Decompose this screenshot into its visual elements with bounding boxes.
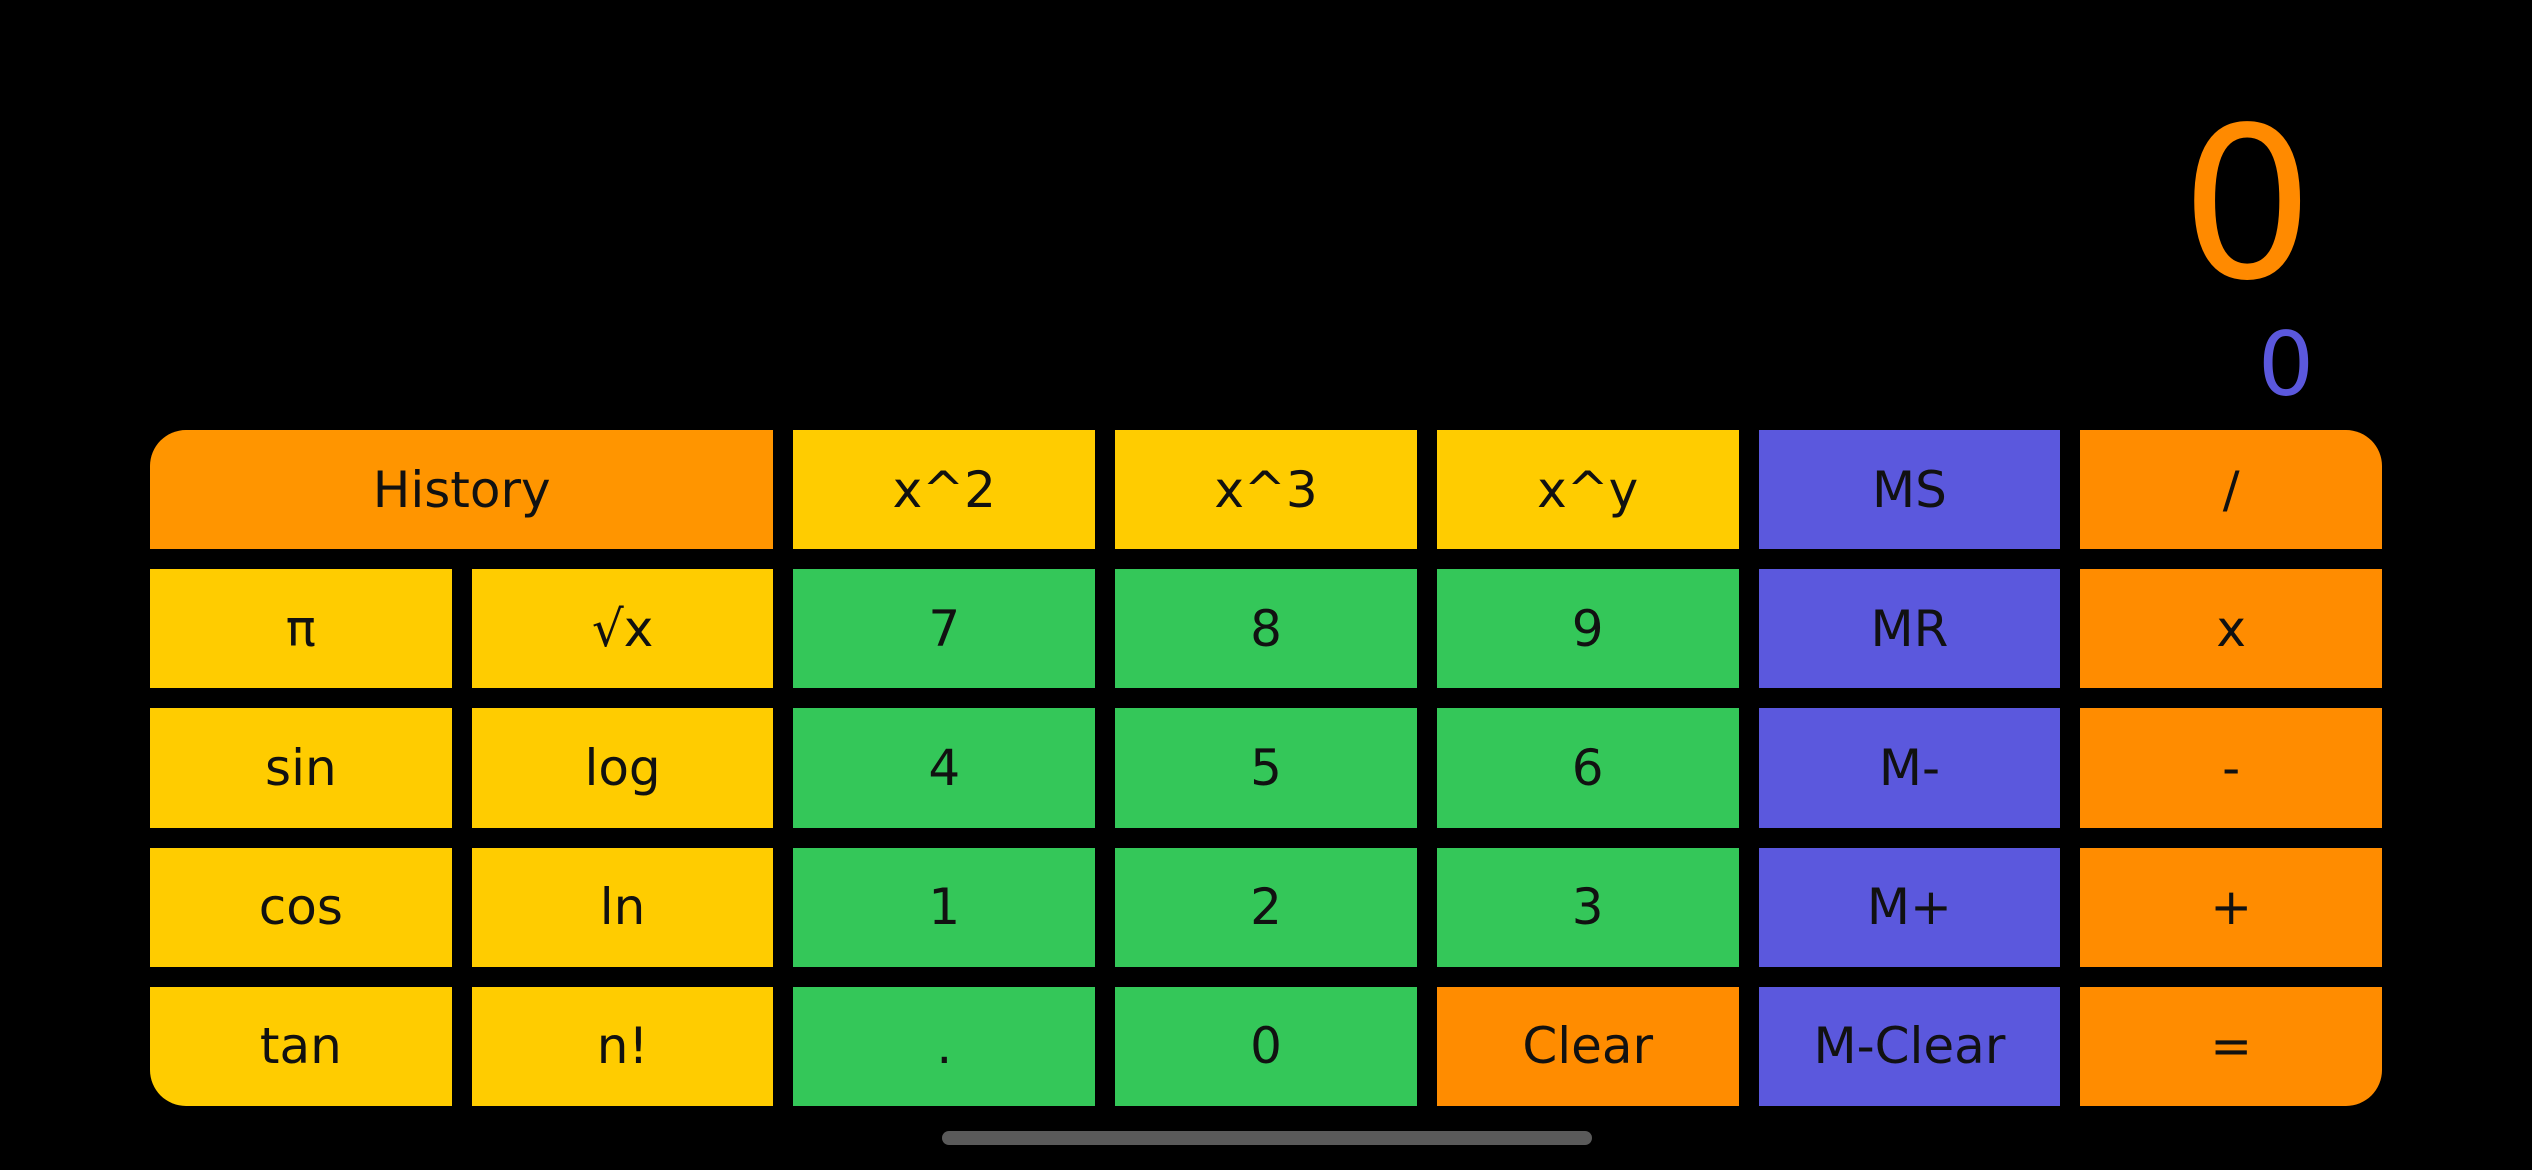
digit-2-button[interactable]: 2 [1115, 847, 1417, 967]
decimal-point-button[interactable]: . [793, 986, 1096, 1106]
subtract-button[interactable]: - [2080, 708, 2382, 828]
digit-0-button[interactable]: 0 [1115, 986, 1417, 1106]
digit-4-button[interactable]: 4 [793, 708, 1096, 828]
factorial-button[interactable]: n! [471, 986, 774, 1106]
cos-button[interactable]: cos [150, 847, 452, 967]
log-button[interactable]: log [471, 708, 774, 828]
memory-minus-button[interactable]: M- [1758, 708, 2061, 828]
memory-plus-button[interactable]: M+ [1758, 847, 2061, 967]
history-button[interactable]: History [150, 430, 774, 550]
sin-button[interactable]: sin [150, 708, 452, 828]
memory-clear-button[interactable]: M-Clear [1758, 986, 2061, 1106]
digit-9-button[interactable]: 9 [1436, 569, 1739, 689]
keypad: History x^2 x^3 x^y MS / π √x 7 8 9 MR x… [150, 430, 2382, 1106]
pi-button[interactable]: π [150, 569, 452, 689]
memory-store-button[interactable]: MS [1758, 430, 2061, 550]
digit-3-button[interactable]: 3 [1436, 847, 1739, 967]
display-main: 0 [2180, 82, 2314, 327]
divide-button[interactable]: / [2080, 430, 2382, 550]
equals-button[interactable]: = [2080, 986, 2382, 1106]
digit-6-button[interactable]: 6 [1436, 708, 1739, 828]
memory-recall-button[interactable]: MR [1758, 569, 2061, 689]
ln-button[interactable]: ln [471, 847, 774, 967]
display-memory: 0 [2258, 313, 2314, 416]
add-button[interactable]: + [2080, 847, 2382, 967]
clear-button[interactable]: Clear [1436, 986, 1739, 1106]
digit-1-button[interactable]: 1 [793, 847, 1096, 967]
square-root-button[interactable]: √x [471, 569, 774, 689]
x-cubed-button[interactable]: x^3 [1115, 430, 1417, 550]
tan-button[interactable]: tan [150, 986, 452, 1106]
multiply-button[interactable]: x [2080, 569, 2382, 689]
home-indicator[interactable] [942, 1131, 1592, 1145]
digit-8-button[interactable]: 8 [1115, 569, 1417, 689]
x-squared-button[interactable]: x^2 [793, 430, 1096, 550]
x-power-y-button[interactable]: x^y [1436, 430, 1739, 550]
digit-5-button[interactable]: 5 [1115, 708, 1417, 828]
digit-7-button[interactable]: 7 [793, 569, 1096, 689]
